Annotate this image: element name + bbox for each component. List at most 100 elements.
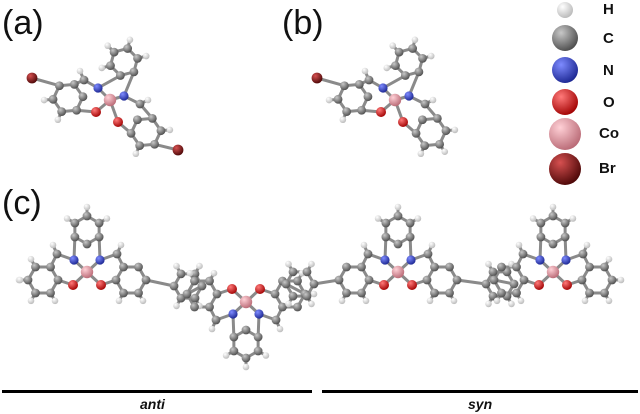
atom-c	[585, 262, 594, 272]
atom-h	[132, 150, 140, 158]
atom-h	[529, 215, 537, 222]
atom-c	[334, 275, 344, 285]
atom-h	[210, 269, 218, 277]
atom-c	[57, 107, 67, 116]
atom-c	[115, 71, 125, 80]
atom-h	[208, 325, 216, 333]
atom-c	[302, 291, 312, 301]
atom-c	[278, 302, 287, 312]
atom-c	[342, 288, 351, 298]
atom-c	[78, 92, 88, 102]
atom-c	[560, 232, 570, 242]
atom-h	[427, 52, 435, 60]
legend-label-c: C	[603, 30, 614, 47]
anti-label: anti	[140, 396, 165, 412]
atom-br	[26, 72, 38, 84]
panel-label-c: (c)	[2, 184, 42, 222]
atom-o	[379, 280, 389, 290]
atom-c	[31, 262, 40, 272]
atom-c	[241, 325, 251, 335]
atom-o	[96, 280, 106, 290]
atom-c	[119, 288, 128, 298]
atom-c	[357, 105, 367, 115]
atom-c	[357, 288, 366, 298]
atom-h	[426, 297, 434, 305]
legend-sphere-br	[549, 153, 581, 185]
atom-c	[363, 92, 373, 102]
atom-h	[196, 262, 203, 270]
atom-h	[389, 42, 397, 50]
atom-co	[391, 265, 405, 279]
atom-c	[430, 262, 439, 272]
atom-h	[63, 215, 71, 222]
atom-c	[176, 269, 186, 279]
atom-h	[517, 297, 525, 305]
atom-c	[411, 128, 421, 138]
atom-c	[241, 353, 251, 363]
atom-c	[488, 267, 498, 277]
atom-h	[414, 215, 422, 222]
atom-c	[381, 218, 391, 228]
atom-c	[600, 288, 609, 298]
atom-c	[607, 275, 617, 285]
atom-h	[549, 203, 557, 211]
atom-c	[536, 232, 546, 242]
atom-c	[190, 293, 200, 303]
atom-c	[106, 61, 115, 71]
atom-c	[432, 114, 442, 123]
atom-h	[103, 215, 111, 222]
atom-c	[134, 262, 143, 272]
atom-c	[512, 288, 521, 298]
atom-c	[400, 71, 410, 80]
atom-h	[361, 67, 369, 75]
atom-c	[548, 211, 558, 221]
atom-h	[374, 215, 382, 222]
atom-c	[560, 218, 570, 228]
atom-h	[362, 297, 370, 305]
atom-co	[388, 93, 402, 107]
atom-c	[253, 332, 263, 342]
atom-c	[441, 126, 451, 136]
legend-sphere-n	[552, 57, 578, 83]
atom-h	[508, 300, 515, 308]
atom-h	[83, 203, 91, 211]
atom-c	[391, 61, 400, 71]
atom-h	[27, 297, 35, 305]
atom-co	[80, 265, 94, 279]
atom-o	[407, 280, 417, 290]
atom-h	[308, 300, 315, 308]
atom-h	[76, 67, 84, 75]
atom-c	[420, 99, 430, 109]
atom-c	[46, 262, 55, 272]
syn-bracket-line	[322, 390, 638, 393]
atom-c	[211, 315, 221, 325]
atom-c	[414, 67, 424, 77]
legend-sphere-h	[557, 2, 573, 18]
atom-c	[94, 218, 104, 228]
atom-c	[342, 107, 352, 116]
atom-c	[585, 288, 594, 298]
atom-n	[228, 309, 238, 319]
atom-c	[190, 302, 199, 312]
atom-n	[95, 255, 105, 265]
atom-h	[16, 276, 24, 284]
atom-c	[293, 276, 302, 286]
panel-label-b: (b)	[282, 4, 324, 42]
atoms	[15, 36, 625, 371]
atom-h	[242, 363, 250, 371]
atom-c	[423, 249, 433, 259]
atom-h	[605, 255, 613, 263]
atom-c	[405, 232, 415, 242]
panel-label-a: (a)	[2, 4, 44, 42]
atom-c	[364, 75, 374, 85]
atom-o	[227, 284, 237, 294]
atom-o	[113, 117, 123, 127]
atom-c	[357, 262, 366, 272]
atom-h	[394, 203, 402, 211]
atom-c	[481, 279, 491, 289]
atom-c	[46, 288, 55, 298]
atom-c	[69, 80, 79, 89]
atom-c	[452, 275, 462, 285]
atom-o	[398, 117, 408, 127]
